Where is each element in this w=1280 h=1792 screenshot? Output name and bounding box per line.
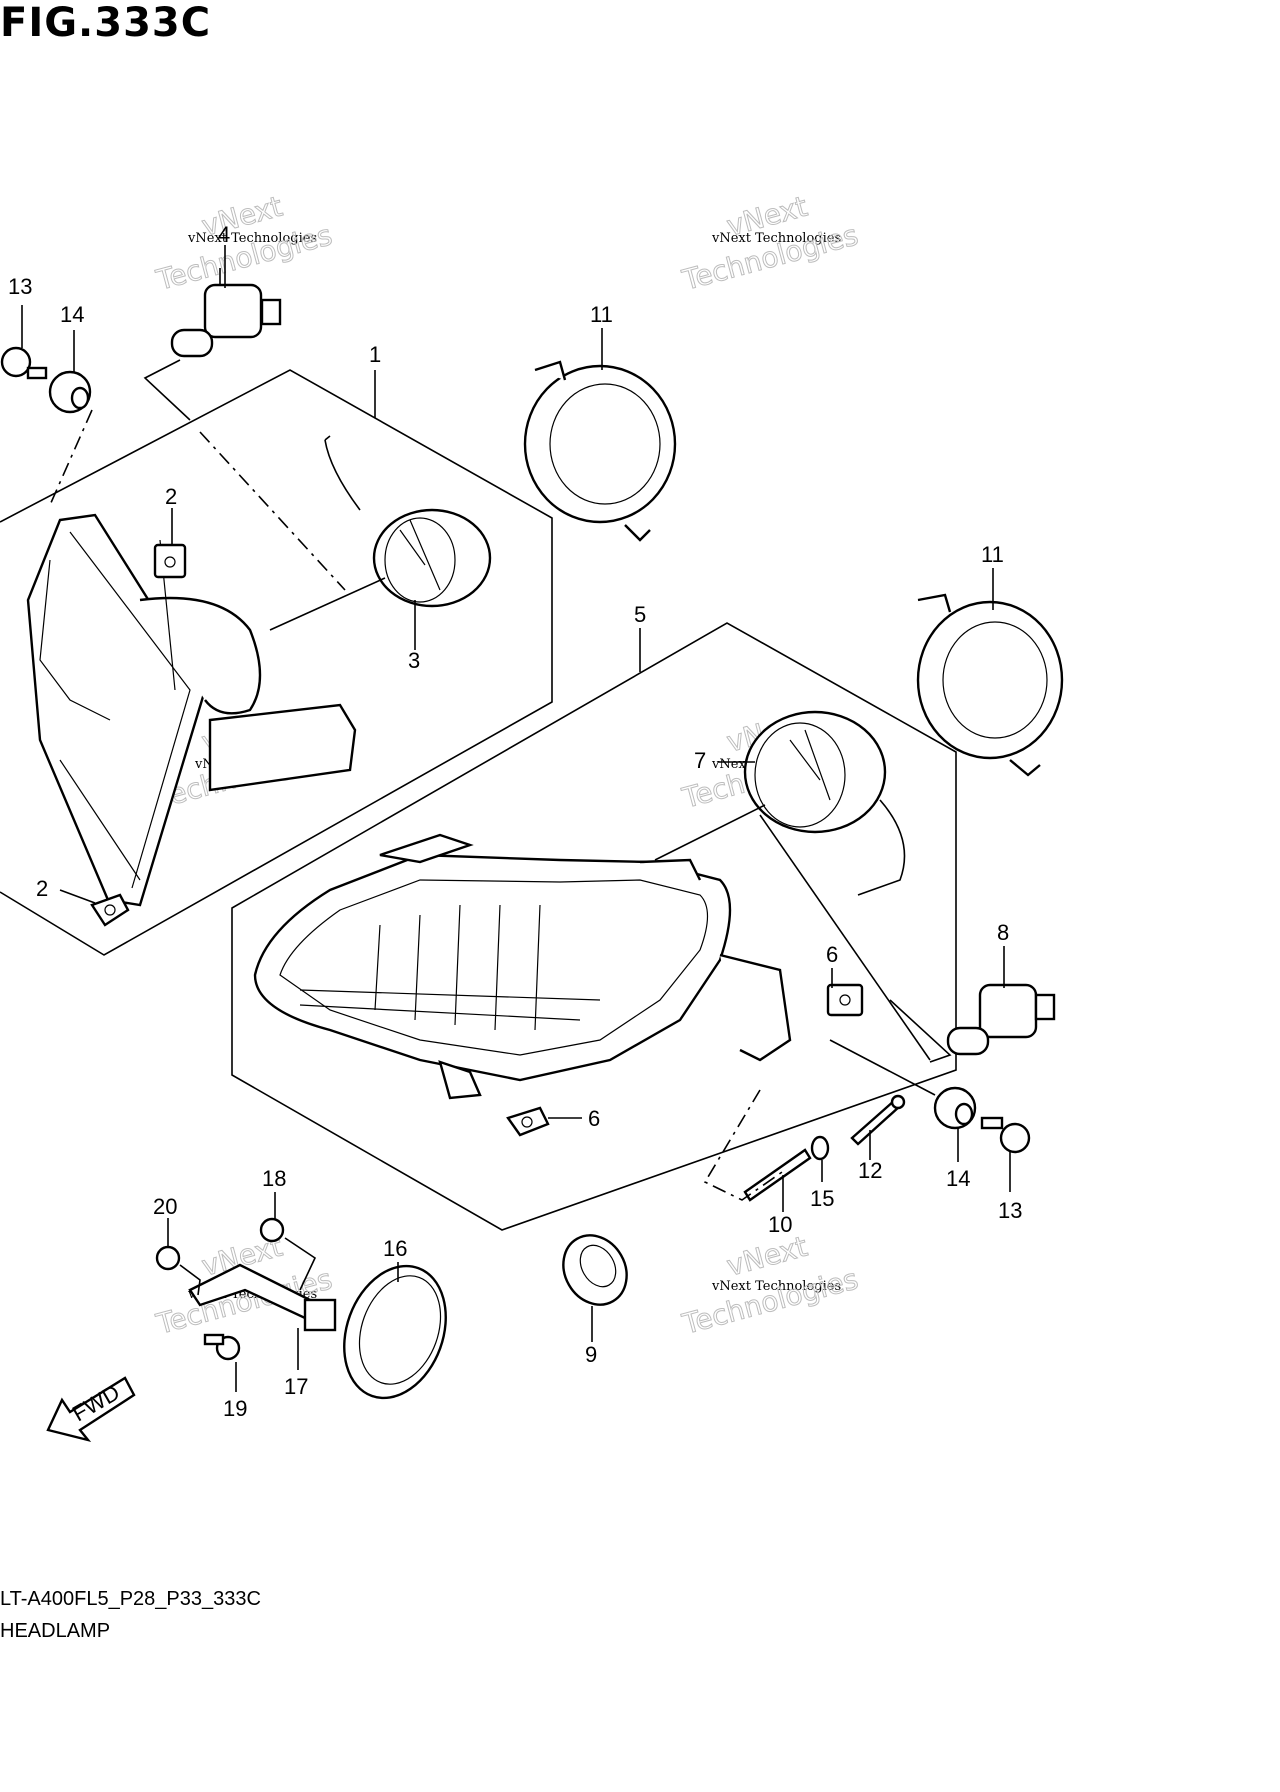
screw-part-13-right — [980, 1116, 1031, 1154]
callout-4: 4 — [218, 222, 230, 247]
bracket-20 — [179, 1264, 201, 1296]
callout-15: 15 — [810, 1186, 834, 1211]
dashline-14-top — [49, 409, 93, 506]
callout-14-top: 14 — [60, 302, 84, 327]
callout-14-right: 14 — [946, 1166, 970, 1191]
nut-part-20 — [155, 1245, 181, 1271]
callout-2-lower: 2 — [36, 876, 48, 901]
callout-6-lower: 6 — [588, 1106, 600, 1131]
callout-20: 20 — [153, 1194, 177, 1219]
spring-part-10 — [743, 1148, 812, 1202]
line-to-14-right — [829, 1039, 936, 1096]
headlamp-housing-part-1 — [26, 513, 357, 907]
callout-9: 9 — [585, 1342, 597, 1367]
watermark-top-left: vNext vNext Technologies Technologies — [152, 189, 336, 297]
callout-13-top: 13 — [8, 274, 32, 299]
callout-11-upper: 11 — [590, 302, 613, 327]
bracket-18 — [284, 1237, 317, 1291]
leader-7-tie — [654, 804, 766, 861]
washer-part-15 — [810, 1135, 830, 1161]
dashline-10 — [703, 1089, 786, 1201]
callout-19: 19 — [223, 1396, 247, 1421]
leader-2-lower — [59, 889, 96, 904]
callout-6-upper: 6 — [826, 942, 838, 967]
bulb-part-8 — [946, 983, 1056, 1056]
watermark-top-right: vNext vNext Technologies Technologies — [678, 189, 862, 297]
bolt-part-19 — [203, 1333, 241, 1361]
bracket-4 — [143, 359, 191, 421]
svg-text:Technologies: Technologies — [678, 1262, 861, 1341]
callout-16: 16 — [383, 1236, 407, 1261]
dashline-3 — [199, 431, 346, 591]
callout-13-right: 13 — [998, 1198, 1022, 1223]
assembly-5-outline — [231, 622, 957, 1231]
callout-7: 7 — [694, 748, 706, 773]
grommet-part-14-top — [48, 370, 92, 414]
clip-part-2-lower — [90, 893, 130, 927]
callout-2-upper: 2 — [165, 484, 177, 509]
socket-part-7 — [743, 710, 906, 896]
nut-part-18 — [259, 1217, 285, 1243]
model-code: LT-A400FL5_P28_P33_333C — [0, 1588, 261, 1610]
adjust-screw-part-12 — [850, 1094, 906, 1146]
svg-text:vNext Technologies: vNext Technologies — [711, 1279, 841, 1294]
line-7-to-8 — [759, 814, 931, 1061]
figure-title: FIG.333C — [0, 0, 212, 46]
callout-8: 8 — [997, 920, 1009, 945]
headlamp-housing-part-5 — [253, 833, 792, 1100]
grommet-part-14-right — [933, 1086, 977, 1130]
screw-part-13-top — [0, 346, 48, 380]
svg-text:vNext Technologies: vNext Technologies — [187, 231, 317, 246]
callout-12: 12 — [858, 1158, 882, 1183]
svg-text:vNext: vNext — [723, 1230, 811, 1283]
assembly-1-outline — [0, 369, 553, 956]
clip-part-6-lower — [506, 1106, 550, 1137]
ring-part-11-right — [916, 593, 1064, 777]
reflector-part-16 — [343, 1264, 447, 1400]
clip-part-2-upper — [153, 543, 187, 579]
callout-3: 3 — [408, 648, 420, 673]
grommet-part-9 — [562, 1234, 628, 1306]
callout-11-right: 11 — [981, 542, 1004, 567]
watermark-bottom-right: vNext vNext Technologies Technologies — [678, 1229, 862, 1341]
leader-3-line — [269, 577, 386, 631]
callout-18: 18 — [262, 1166, 286, 1191]
callout-17: 17 — [284, 1374, 308, 1399]
bracket-8 — [889, 999, 952, 1063]
svg-text:vNext Technologies: vNext Technologies — [711, 231, 841, 246]
callout-5: 5 — [634, 602, 646, 627]
figure-name: HEADLAMP — [0, 1620, 111, 1642]
bracket-part-17 — [188, 1263, 337, 1332]
socket-part-3 — [324, 435, 492, 608]
callout-10: 10 — [768, 1212, 792, 1237]
bulb-part-4 — [170, 268, 282, 358]
ring-part-11-upper — [523, 360, 677, 542]
fwd-arrow: FWD — [46, 1376, 136, 1443]
clip-part-6-upper — [826, 983, 864, 1017]
callout-1: 1 — [369, 342, 381, 367]
